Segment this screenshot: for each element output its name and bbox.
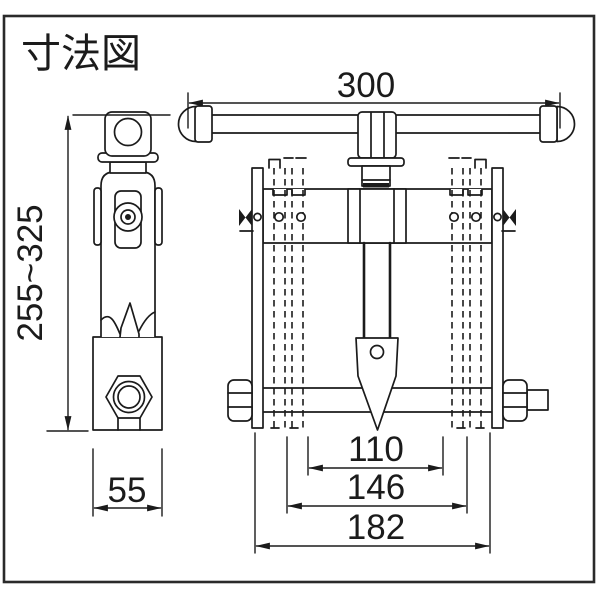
beam-hole [295,211,307,223]
side-tab-left [93,187,102,246]
dim-handle-length: 300 [187,66,561,129]
handle-collar-right [539,105,558,143]
beam-hole [470,211,482,223]
front-view: 300 110 146 182 [177,66,576,554]
hex-nut-top [357,111,397,159]
forcing-screw [362,241,392,340]
beam-center-block [347,188,407,244]
beam-notch [272,189,288,196]
forcing-screw-point [355,337,399,431]
set-screw-left [239,209,254,232]
side-head [104,111,152,157]
plate-hole-right [493,212,502,222]
side-plate-right [491,167,504,429]
dim-label-182: 182 [347,508,405,547]
dim-width-inner: 110 [307,430,444,476]
dim-width-middle: 146 [286,436,468,514]
dim-label-110: 110 [348,430,404,469]
set-screw-right [501,209,516,232]
screw-upper-shaft [361,165,391,188]
hidden-jaw-lines [268,157,487,429]
handle-collar-left [194,105,213,143]
dim-label-300: 300 [337,66,395,105]
dim-side-width: 55 [92,448,163,517]
side-knob [113,190,143,249]
side-tab-right [154,187,163,246]
dim-label-255-325: 255~325 [11,204,50,341]
side-point-detail [100,302,156,338]
side-head-hole [113,117,143,147]
screw-collar [347,157,405,167]
dim-label-55: 55 [108,471,147,510]
dim-overall-height: 255~325 [11,114,171,432]
beam-hole [273,211,285,223]
hex-bolt-right [502,379,549,422]
hex-bolt-left [227,379,253,422]
point-hole [369,344,385,360]
page-title: 寸法図 [21,32,141,76]
bolt-shank-right [526,389,549,411]
dim-label-146: 146 [347,468,405,507]
side-neck [109,161,147,174]
beam-notch [467,189,483,196]
dim-width-outer: 182 [254,432,491,554]
side-hex-nut [105,375,153,431]
handle-end-cap-right [556,105,576,143]
plate-hole-left [253,212,262,222]
side-plate-left [251,167,264,429]
handle-bar [177,105,576,143]
beam-hole [448,211,460,223]
side-view: 255~325 55 [11,111,171,517]
